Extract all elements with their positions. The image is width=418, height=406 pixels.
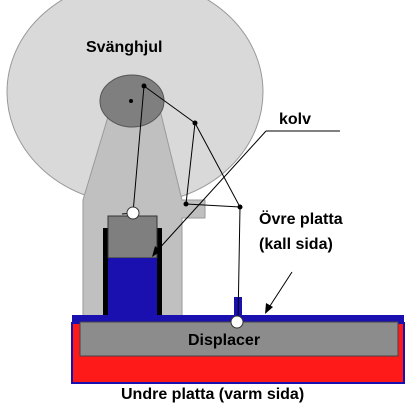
upper-plate-label-line2: (kall sida) bbox=[259, 236, 333, 253]
piston-label: kolv bbox=[279, 111, 311, 128]
piston-pivot bbox=[126, 206, 140, 220]
upper-plate-callout-arrow bbox=[267, 271, 293, 310]
linkage-joints bbox=[141, 83, 243, 210]
cylinder-left-wall bbox=[103, 228, 108, 320]
upper-plate-callout-arrowhead bbox=[265, 303, 273, 314]
displacer-pivot bbox=[230, 315, 244, 329]
cylinder-right-wall bbox=[157, 228, 162, 320]
lower-plate-label: Undre platta (varm sida) bbox=[121, 386, 304, 403]
working-gas bbox=[108, 258, 157, 320]
upper-plate-label-line1: Övre platta bbox=[259, 209, 343, 228]
piston bbox=[107, 215, 158, 259]
piston-callout-arrow bbox=[155, 130, 267, 253]
piston-callout-arrowhead bbox=[152, 246, 161, 257]
hub-center bbox=[129, 99, 133, 103]
linkage bbox=[121, 85, 241, 323]
flywheel-label: Svänghjul bbox=[86, 39, 162, 56]
displacer-label: Displacer bbox=[188, 332, 260, 349]
